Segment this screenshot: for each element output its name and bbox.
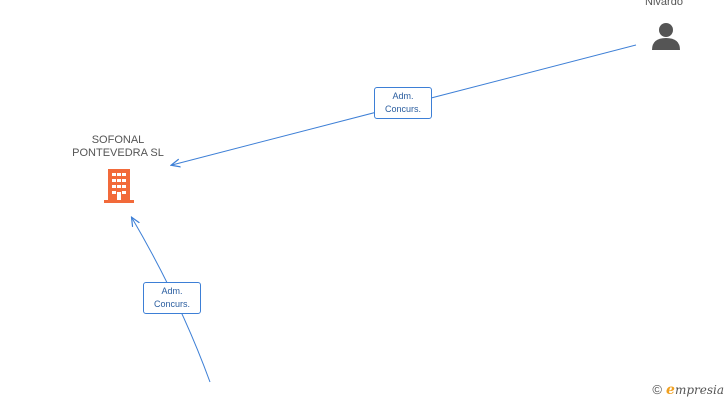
edge-label-top[interactable]: Adm. Concurs. [374,87,432,119]
edge-label-bottom-line1: Adm. [161,286,183,296]
person-icon[interactable] [651,22,681,55]
edge-label-top-line1: Adm. [392,91,414,101]
brand-name: mpresia [674,383,724,397]
edge-label-bottom-line2: Concurs. [153,299,190,309]
company-name-line1: SOFONAL [91,134,145,146]
edge-label-bottom[interactable]: Adm. Concurs. [143,282,201,314]
building-icon[interactable] [104,168,134,209]
company-node-label[interactable]: SOFONAL PONTEVEDRA SL [58,134,178,160]
empresia-watermark: ©empresia [652,382,724,398]
company-name-line2: PONTEVEDRA SL [72,147,164,159]
person-icon[interactable] [214,394,230,400]
person-top-label[interactable]: Nivardo [645,0,683,8]
copyright-symbol: © [652,382,663,397]
edge-label-top-line2: Concurs. [384,104,421,114]
brand-initial: e [666,382,675,398]
